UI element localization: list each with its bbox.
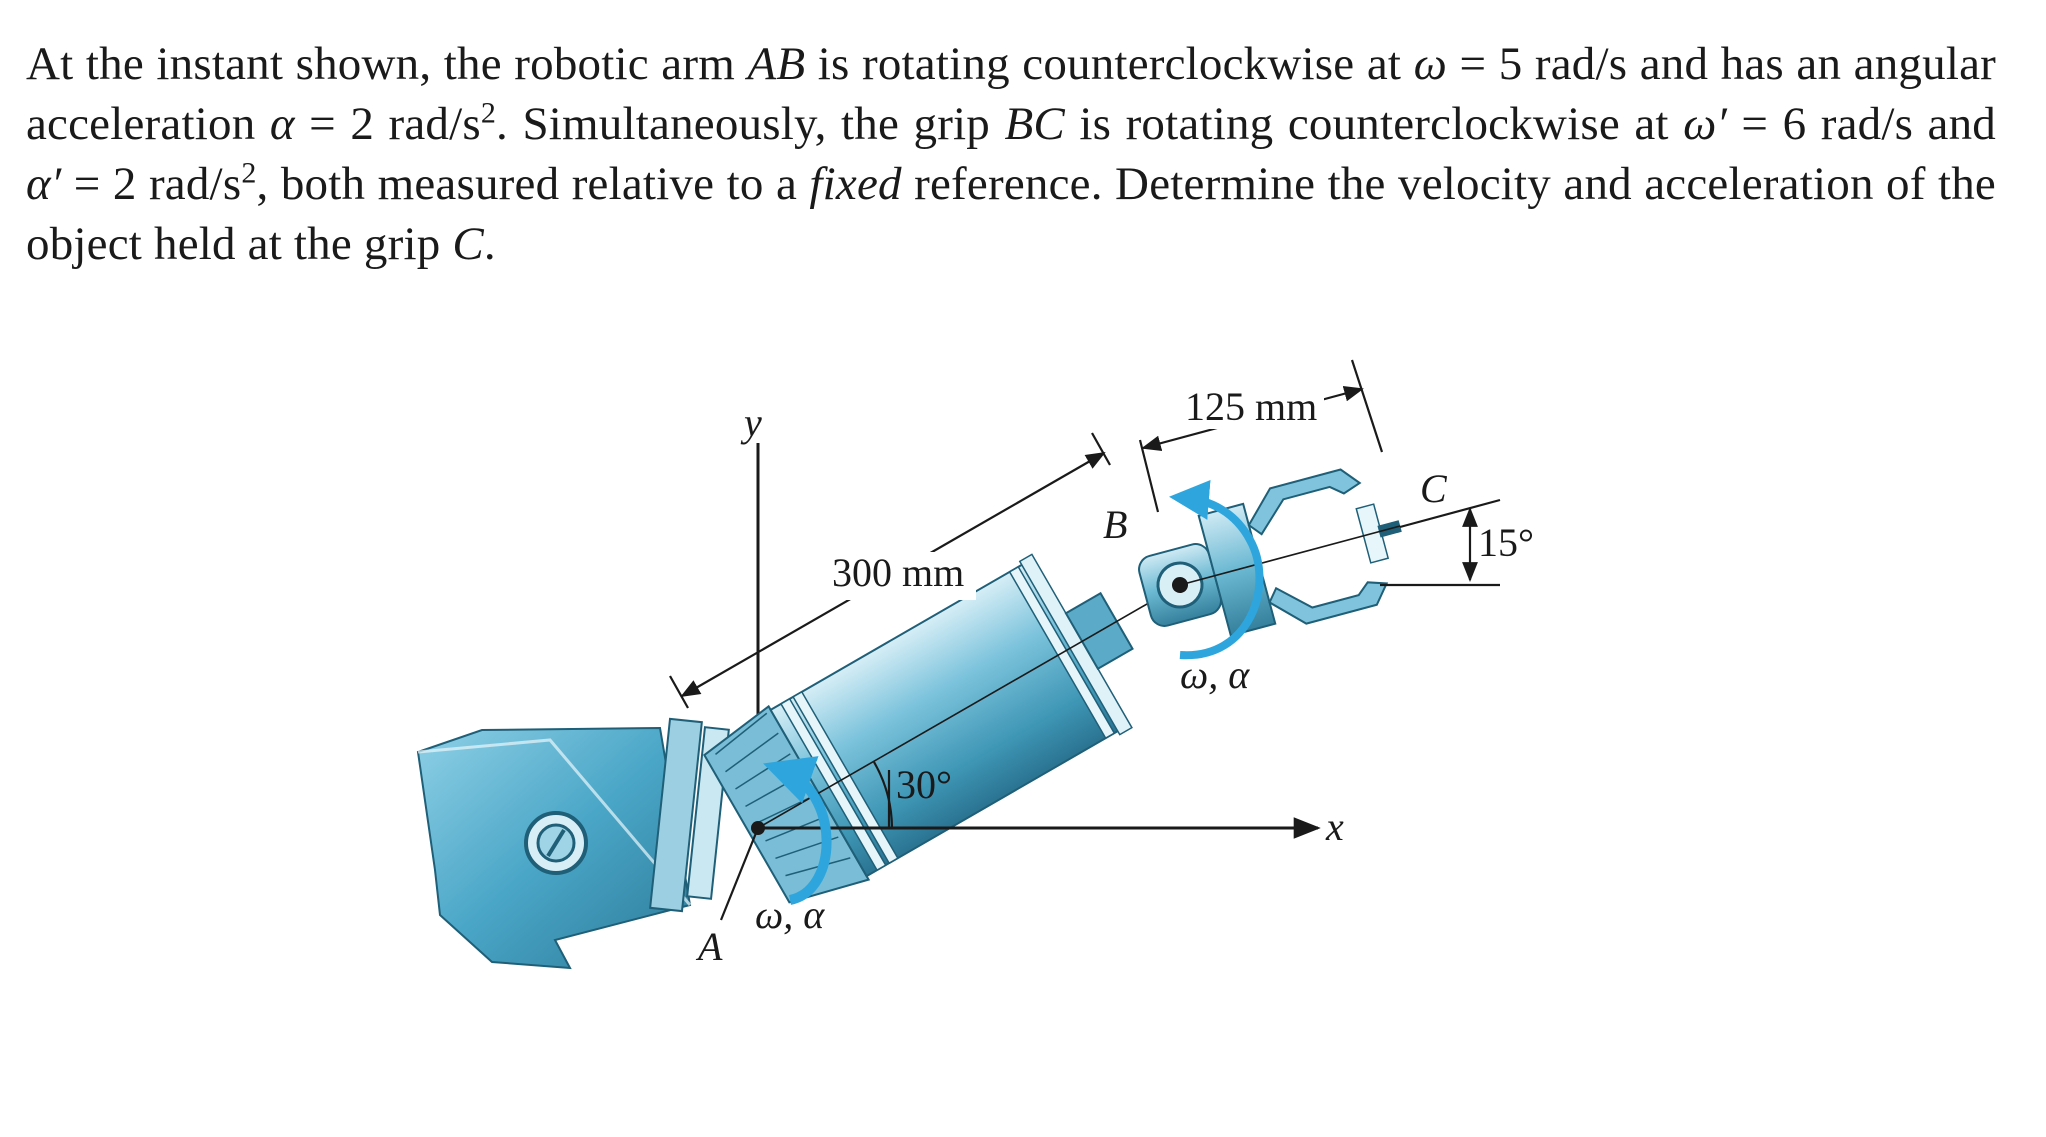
text-segment: is rotating counterclockwise at bbox=[805, 38, 1414, 90]
symbol-AB: AB bbox=[747, 38, 806, 90]
alpha-prime-value: = 2 rad/s bbox=[61, 158, 242, 210]
rotation-arrow-A bbox=[763, 756, 832, 905]
symbol-alpha-prime: α′ bbox=[26, 158, 62, 210]
alpha-exponent: 2 bbox=[480, 96, 497, 130]
omega-alpha-A-label: ω, α bbox=[755, 892, 825, 937]
text-segment: . Simultaneously, the grip bbox=[496, 98, 1005, 150]
omega-value: = 5 rad/s and has an angular acceleratio… bbox=[26, 38, 1996, 150]
symbol-BC: BC bbox=[1004, 98, 1065, 150]
omega-prime-value: = 6 rad/s and bbox=[1726, 98, 1997, 150]
alpha-value: = 2 rad/s bbox=[294, 98, 481, 150]
text-segment: At the instant shown, the robotic arm bbox=[26, 38, 748, 90]
omega-alpha-B-label: ω, α bbox=[1180, 652, 1250, 697]
symbol-omega-prime: ω′ bbox=[1683, 98, 1727, 150]
centerline-AB bbox=[757, 584, 1181, 829]
point-A-label: A bbox=[695, 924, 723, 969]
emphasis-fixed: fixed bbox=[809, 158, 902, 210]
text-segment: . bbox=[483, 218, 496, 270]
symbol-C: C bbox=[452, 218, 484, 270]
y-axis-label: y bbox=[740, 400, 762, 445]
x-axis-label: x bbox=[1325, 804, 1344, 849]
arm-base bbox=[416, 717, 730, 970]
symbol-omega: ω bbox=[1413, 38, 1448, 90]
grip-BC bbox=[1138, 468, 1402, 637]
point-B-dot bbox=[1173, 578, 1187, 592]
point-C-label: C bbox=[1420, 466, 1448, 511]
angle-grip-label: 15° bbox=[1478, 520, 1534, 565]
point-B-label: B bbox=[1103, 502, 1127, 547]
dim-BC-label: 125 mm bbox=[1185, 384, 1317, 429]
dim-AB-label: 300 mm bbox=[832, 550, 964, 595]
rotation-arrow-B bbox=[1169, 479, 1264, 660]
angle-arm-label: 30° bbox=[896, 762, 952, 807]
text-segment: , both measured relative to a bbox=[256, 158, 810, 210]
alpha-prime-exponent: 2 bbox=[241, 156, 257, 190]
symbol-alpha: α bbox=[269, 98, 295, 150]
text-segment: reference. Determine the velocity and ac… bbox=[26, 158, 1996, 270]
text-segment: is rotating counterclockwise at bbox=[1064, 98, 1684, 150]
problem-statement: At the instant shown, the robotic arm AB… bbox=[26, 34, 1996, 274]
